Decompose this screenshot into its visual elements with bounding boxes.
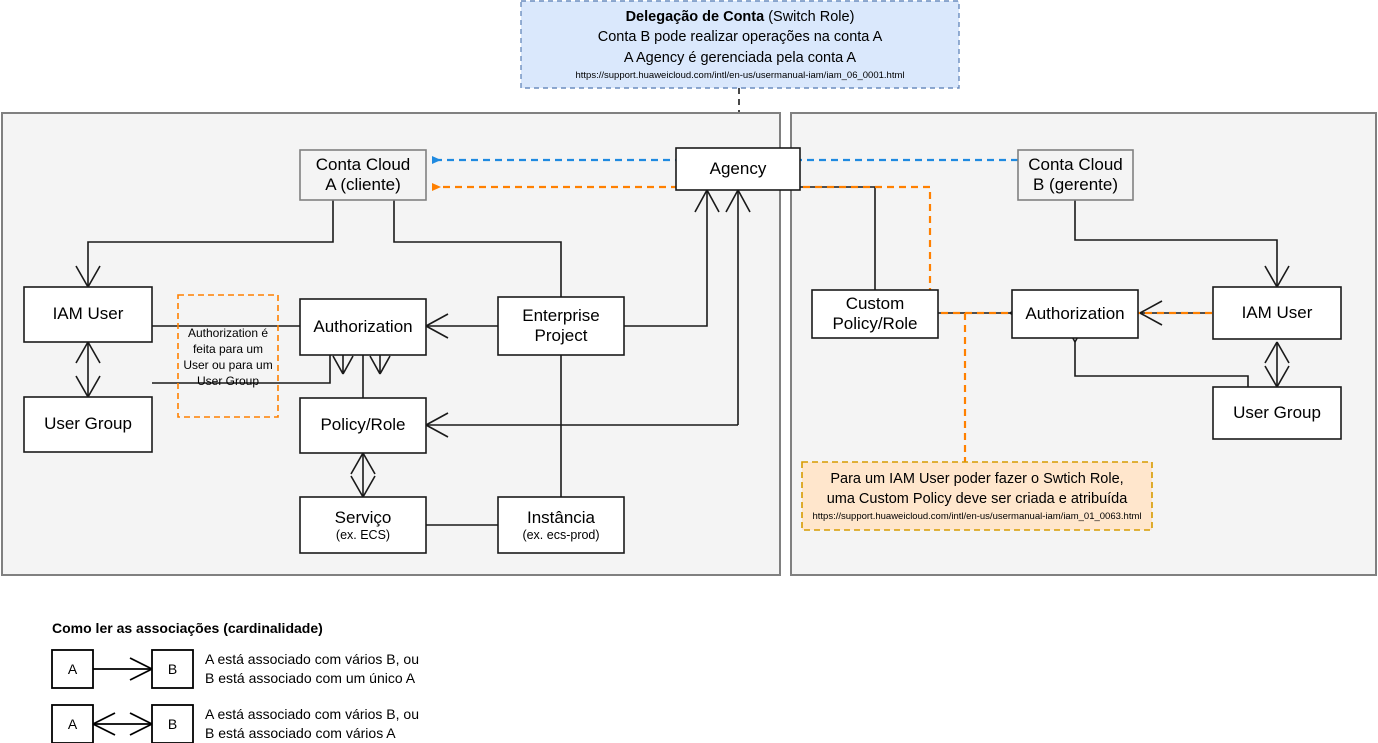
instancia-box[interactable] xyxy=(497,496,625,554)
authorization-note-box xyxy=(177,294,279,418)
authorization-left-box[interactable] xyxy=(299,298,427,356)
iam-user-right-box[interactable] xyxy=(1212,286,1342,340)
servico-box[interactable] xyxy=(299,496,427,554)
legend-row2-box-a xyxy=(51,704,94,743)
conta-cloud-b-box[interactable] xyxy=(1017,149,1134,201)
conta-cloud-a-box[interactable] xyxy=(299,149,427,201)
left-connectors xyxy=(87,190,739,526)
enterprise-project-box[interactable] xyxy=(497,296,625,356)
policy-role-box[interactable] xyxy=(299,397,427,454)
agency-box[interactable] xyxy=(675,147,801,191)
custom-policy-note-box xyxy=(801,461,1153,531)
legend-row2-box-b xyxy=(151,704,194,743)
legend-row1-box-a xyxy=(51,649,94,689)
custom-policy-role-box[interactable] xyxy=(811,289,939,339)
legend-graphics xyxy=(51,649,194,743)
user-group-right-box[interactable] xyxy=(1212,386,1342,440)
authorization-right-box[interactable] xyxy=(1011,289,1139,339)
iam-user-left-box[interactable] xyxy=(23,286,153,343)
delegation-callout-box xyxy=(520,0,960,89)
legend-row1-box-b xyxy=(151,649,194,689)
user-group-left-box[interactable] xyxy=(23,396,153,453)
